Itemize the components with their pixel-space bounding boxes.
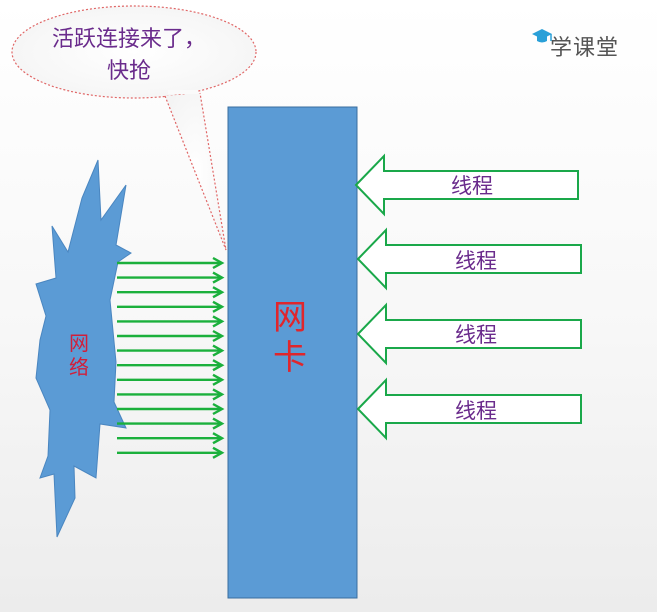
nic-label-line-1: 网 xyxy=(273,298,307,338)
incoming-arrow-head xyxy=(212,446,225,459)
incoming-arrow-head xyxy=(212,271,225,284)
network-label: 网 络 xyxy=(62,331,96,379)
incoming-arrow-head xyxy=(212,417,225,430)
graduation-cap-icon xyxy=(532,29,552,43)
callout-text: 活跃连接来了， 快抢 xyxy=(24,24,234,88)
callout-bubble xyxy=(11,5,257,99)
logo-text: 学课堂 xyxy=(550,36,620,61)
thread-label: 线程 xyxy=(455,249,497,273)
nic-label: 网 卡 xyxy=(268,298,312,378)
brand-logo: 学课堂 xyxy=(532,28,619,64)
thread-label: 线程 xyxy=(451,174,493,198)
speech-callout xyxy=(11,5,257,251)
incoming-arrow-head xyxy=(212,329,225,343)
thread-block-arrow xyxy=(354,153,579,217)
incoming-arrow-head xyxy=(212,256,225,270)
callout-tail xyxy=(164,92,227,251)
incoming-arrow-head xyxy=(212,315,225,328)
incoming-arrow-head xyxy=(212,300,225,313)
thread-arrows-group xyxy=(354,153,582,441)
network-label-line-1: 网 xyxy=(69,331,89,355)
incoming-arrow-head xyxy=(212,373,225,386)
nic-label-line-2: 卡 xyxy=(273,338,307,378)
incoming-arrow-head xyxy=(212,402,225,416)
thread-block-arrow xyxy=(356,227,582,291)
thread-block-arrow xyxy=(356,377,582,441)
thread-label: 线程 xyxy=(455,399,497,423)
thread-label: 线程 xyxy=(455,323,497,347)
incoming-arrow-head xyxy=(212,432,225,445)
network-label-line-2: 络 xyxy=(69,355,89,379)
incoming-arrows-group xyxy=(117,256,225,459)
network-shape xyxy=(35,159,132,538)
callout-line-2: 快抢 xyxy=(106,59,151,84)
incoming-arrow-head xyxy=(212,359,225,372)
incoming-arrow-head xyxy=(212,388,225,401)
thread-block-arrow xyxy=(356,302,582,366)
incoming-arrow-head xyxy=(212,286,225,299)
callout-line-1: 活跃连接来了， xyxy=(51,27,206,52)
incoming-arrow-head xyxy=(212,344,225,357)
nic-block xyxy=(227,106,358,599)
